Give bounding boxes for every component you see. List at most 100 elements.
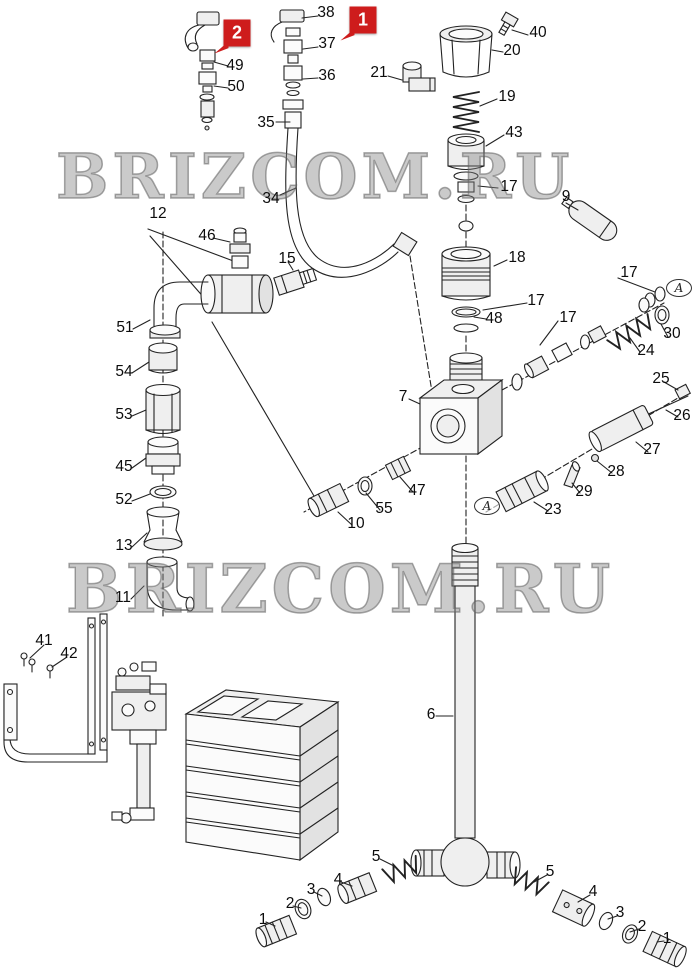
part-30-ring <box>654 305 670 325</box>
part-callout-20: 20 <box>503 42 521 59</box>
part-callout-46: 46 <box>198 227 216 244</box>
block-threaded-boss <box>449 352 483 381</box>
t-fitting <box>410 837 521 887</box>
part-callout-6: 6 <box>426 706 436 723</box>
part-callout-36: 36 <box>318 67 336 84</box>
ref-label-A: A <box>474 497 500 515</box>
part-5-spring-left <box>381 854 418 885</box>
part-callout-50: 50 <box>227 78 245 95</box>
leader-lines <box>29 15 679 943</box>
part-1-nipple-right <box>642 930 687 968</box>
part-callout-5: 5 <box>371 848 381 865</box>
part-callout-3: 3 <box>615 904 625 921</box>
part-52-ring <box>149 485 177 499</box>
part-23-valve <box>495 470 549 513</box>
part-callout-17: 17 <box>620 264 638 281</box>
part-43-fitting <box>447 133 485 171</box>
part-51-elbow <box>149 281 209 339</box>
part-callout-19: 19 <box>498 88 516 105</box>
part-41-42-screws <box>20 652 54 679</box>
part-callout-51: 51 <box>116 319 134 336</box>
part-callout-35: 35 <box>257 114 275 131</box>
part-callout-9: 9 <box>561 188 571 205</box>
part-callout-30: 30 <box>663 325 681 342</box>
part-callout-27: 27 <box>643 441 661 458</box>
part-47-nut <box>384 455 412 481</box>
part-callout-1: 1 <box>258 911 268 928</box>
tank <box>184 689 340 862</box>
part-21-elbow <box>402 61 436 92</box>
part-group-hose-34-38 <box>270 9 418 278</box>
part-callout-38: 38 <box>317 4 335 21</box>
part-46-valve-stem <box>229 227 251 254</box>
part-callout-4: 4 <box>588 883 598 900</box>
part-5-spring-right <box>513 866 550 897</box>
part-callout-7: 7 <box>398 388 408 405</box>
part-group-49-50 <box>184 11 220 131</box>
part-54-fitting <box>148 342 178 374</box>
part-2-ring-left <box>294 898 312 920</box>
part-17-washers-top <box>453 171 479 232</box>
frame-bracket <box>3 613 108 763</box>
part-callout-2: 2 <box>637 918 647 935</box>
part-callout-17: 17 <box>559 309 577 326</box>
part-callout-15: 15 <box>278 250 296 267</box>
group-badge-2: 2 <box>223 19 251 47</box>
part-callout-41: 41 <box>35 632 53 649</box>
part-callout-5: 5 <box>545 863 555 880</box>
part-callout-10: 10 <box>347 515 365 532</box>
part-53-cylinder <box>145 383 181 435</box>
part-callout-42: 42 <box>60 645 78 662</box>
part-callout-25: 25 <box>652 370 670 387</box>
part-callout-40: 40 <box>529 24 547 41</box>
part-2-ring-right <box>621 924 639 944</box>
part-28-ball <box>590 453 600 463</box>
part-callout-23: 23 <box>544 501 562 518</box>
part-29-cone <box>563 461 581 489</box>
part-callout-21: 21 <box>370 64 388 81</box>
pump-assembly <box>111 661 167 824</box>
part-4-fitting-right <box>551 889 596 927</box>
part-callout-47: 47 <box>408 482 426 499</box>
part-callout-2: 2 <box>285 895 295 912</box>
part-valve-body <box>200 274 274 314</box>
group-badge-1: 1 <box>349 6 377 34</box>
part-callout-3: 3 <box>306 881 316 898</box>
part-callout-53: 53 <box>115 406 133 423</box>
part-callout-13: 13 <box>115 537 133 554</box>
part-4-fitting-left <box>337 872 378 904</box>
part-11-elbow <box>146 556 195 612</box>
part-callout-12: 12 <box>149 205 167 222</box>
part-callout-45: 45 <box>115 458 133 475</box>
part-callout-18: 18 <box>508 249 526 266</box>
part-45-fitting <box>145 436 181 475</box>
part-13-cup <box>143 506 183 551</box>
part-3-ring-right <box>598 911 614 931</box>
part-10-nipple <box>307 482 350 518</box>
part-callout-17: 17 <box>527 292 545 309</box>
ref-label-A: A <box>666 279 692 297</box>
part-group-main-column <box>402 11 519 456</box>
part-callout-49: 49 <box>226 57 244 74</box>
part-callout-11: 11 <box>114 589 132 606</box>
part-1-nipple-left <box>255 914 298 948</box>
part-callout-43: 43 <box>505 124 523 141</box>
part-callout-55: 55 <box>375 500 393 517</box>
part-24-spring <box>606 297 652 351</box>
part-27-piston <box>588 405 654 453</box>
part-group-left-valve <box>149 227 318 339</box>
reference-lines <box>147 228 315 497</box>
part-callout-28: 28 <box>607 463 625 480</box>
part-callout-52: 52 <box>115 491 133 508</box>
part-callout-17: 17 <box>500 178 518 195</box>
part-55-washer <box>357 476 373 496</box>
part-18-cylinder <box>441 246 491 301</box>
part-callout-54: 54 <box>115 363 133 380</box>
part-15-nipple <box>273 267 318 296</box>
part-26-rod <box>643 395 689 417</box>
part-group-left-stack <box>143 342 195 612</box>
part-19-spring <box>452 91 480 133</box>
part-callout-34: 34 <box>262 190 280 207</box>
